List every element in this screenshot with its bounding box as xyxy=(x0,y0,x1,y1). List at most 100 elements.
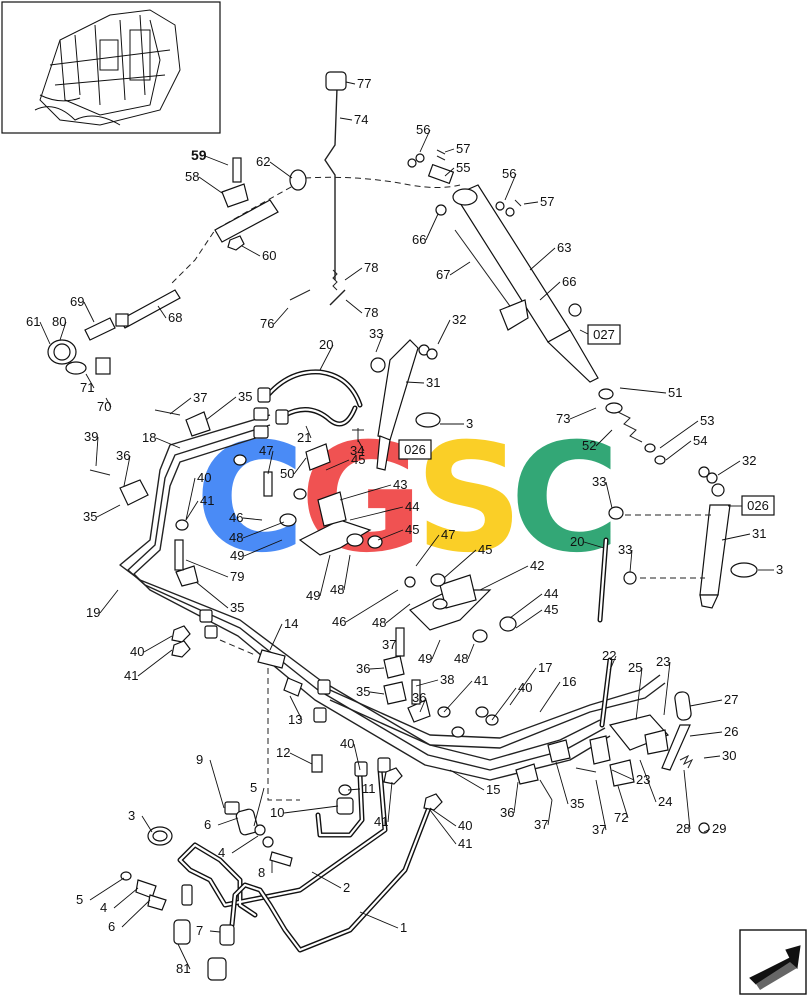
callout-49: 49 xyxy=(306,588,320,603)
callout-leader xyxy=(39,321,51,345)
callout-31: 31 xyxy=(752,526,766,541)
callout-leader xyxy=(509,667,537,706)
lower-hoses xyxy=(120,754,443,981)
callout-leader xyxy=(659,420,699,449)
callout-leader xyxy=(357,439,365,452)
callout-33: 33 xyxy=(369,326,383,341)
ref-box-026-upper-label: 026 xyxy=(404,442,426,457)
callout-40: 40 xyxy=(518,680,532,695)
callout-leader xyxy=(85,373,95,389)
callout-leader xyxy=(429,807,457,827)
callout-40: 40 xyxy=(340,736,354,751)
callout-2: 2 xyxy=(343,880,350,895)
callout-leader xyxy=(375,333,384,353)
callout-68: 68 xyxy=(168,310,182,325)
callout-28: 28 xyxy=(676,821,690,836)
ref-box-026-upper[interactable]: 026 xyxy=(398,439,432,460)
callout-3: 3 xyxy=(128,808,135,823)
callout-leader xyxy=(177,943,191,970)
callout-leader xyxy=(663,661,671,716)
callout-41: 41 xyxy=(200,493,214,508)
callout-leader xyxy=(195,581,229,609)
callout-30: 30 xyxy=(722,748,736,763)
prev-page-arrow-icon[interactable] xyxy=(739,929,807,995)
callout-41: 41 xyxy=(474,673,488,688)
callout-leader xyxy=(319,554,331,597)
center-hoses xyxy=(257,339,441,471)
callout-44: 44 xyxy=(405,499,419,514)
callout-leader xyxy=(467,643,475,660)
callout-leader xyxy=(609,655,617,671)
right-cylinder xyxy=(597,466,758,623)
callout-leader xyxy=(344,267,363,281)
callout-32: 32 xyxy=(452,312,466,327)
callout-leader xyxy=(59,321,67,341)
callout-34: 34 xyxy=(350,443,364,458)
callout-26: 26 xyxy=(724,724,738,739)
callout-71: 71 xyxy=(80,380,94,395)
callout-49: 49 xyxy=(230,548,244,563)
callout-33: 33 xyxy=(618,542,632,557)
callout-leader xyxy=(513,781,519,814)
callout-leader xyxy=(419,129,431,153)
callout-69: 69 xyxy=(70,294,84,309)
callout-leader xyxy=(431,639,441,660)
callout-46: 46 xyxy=(332,614,346,629)
callout-50: 50 xyxy=(280,466,294,481)
callout-leader xyxy=(491,687,517,721)
callout-leader xyxy=(479,565,529,591)
callout-leader xyxy=(242,517,263,521)
callout-81: 81 xyxy=(176,961,190,976)
callout-leader xyxy=(539,681,561,713)
callout-66: 66 xyxy=(412,232,426,247)
callout-73: 73 xyxy=(556,411,570,426)
callout-leader xyxy=(293,457,307,475)
callout-leader xyxy=(583,541,605,549)
callout-leader xyxy=(429,809,457,845)
callout-40: 40 xyxy=(458,818,472,833)
callout-45: 45 xyxy=(405,522,419,537)
callout-leader xyxy=(185,559,229,578)
callout-23: 23 xyxy=(656,654,670,669)
callout-79: 79 xyxy=(230,569,244,584)
ref-box-027[interactable]: 027 xyxy=(587,324,621,345)
callout-leader xyxy=(169,397,192,415)
callout-leader xyxy=(185,500,199,521)
callout-32: 32 xyxy=(742,453,756,468)
callout-leader xyxy=(665,440,692,461)
callout-leader xyxy=(509,593,543,619)
callout-leader xyxy=(209,759,225,809)
callout-leader xyxy=(415,534,440,567)
callout-leader xyxy=(353,743,361,771)
callout-48: 48 xyxy=(229,530,243,545)
callout-leader xyxy=(377,529,404,541)
callout-17: 17 xyxy=(538,660,552,675)
callout-leader xyxy=(141,815,153,833)
callout-39: 39 xyxy=(84,429,98,444)
callout-leader xyxy=(619,387,667,394)
callout-41: 41 xyxy=(458,836,472,851)
callout-42: 42 xyxy=(530,558,544,573)
lever-plates xyxy=(89,409,597,801)
callout-leader xyxy=(547,799,553,826)
ref-box-026-right[interactable]: 026 xyxy=(741,495,775,516)
callout-leader xyxy=(253,787,265,827)
callout-21: 21 xyxy=(297,430,311,445)
callout-leader xyxy=(343,554,351,591)
callout-41: 41 xyxy=(124,668,138,683)
callout-leader xyxy=(529,247,556,271)
callout-leader xyxy=(415,679,439,687)
callout-67: 67 xyxy=(436,267,450,282)
callout-37: 37 xyxy=(592,822,606,837)
callout-52: 52 xyxy=(582,438,596,453)
callout-leader xyxy=(717,460,741,476)
ref-box-027-label: 027 xyxy=(593,327,615,342)
callout-leader xyxy=(617,785,629,819)
callout-leader xyxy=(405,381,425,384)
callout-leader xyxy=(96,504,121,518)
callout-3: 3 xyxy=(776,562,783,577)
callout-leader xyxy=(319,344,334,371)
callout-leader xyxy=(635,667,643,721)
callout-74: 74 xyxy=(354,112,368,127)
callout-leader xyxy=(137,649,173,677)
